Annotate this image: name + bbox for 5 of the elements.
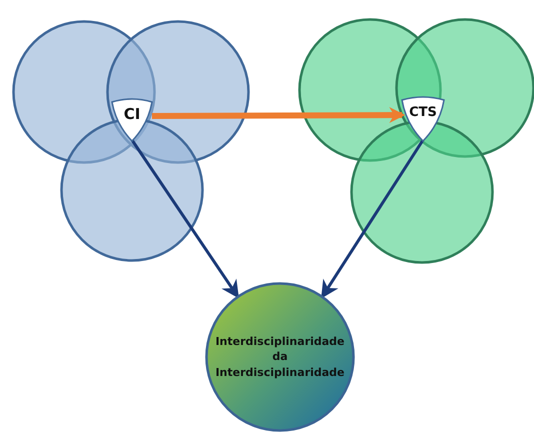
intersection-label: CTS bbox=[409, 104, 437, 122]
arrow bbox=[130, 139, 239, 299]
arrow bbox=[321, 139, 424, 299]
intersection-label: CI bbox=[124, 104, 140, 124]
circle-label: Interdisciplinaridade da Interdisciplinaridade bbox=[214, 334, 346, 380]
